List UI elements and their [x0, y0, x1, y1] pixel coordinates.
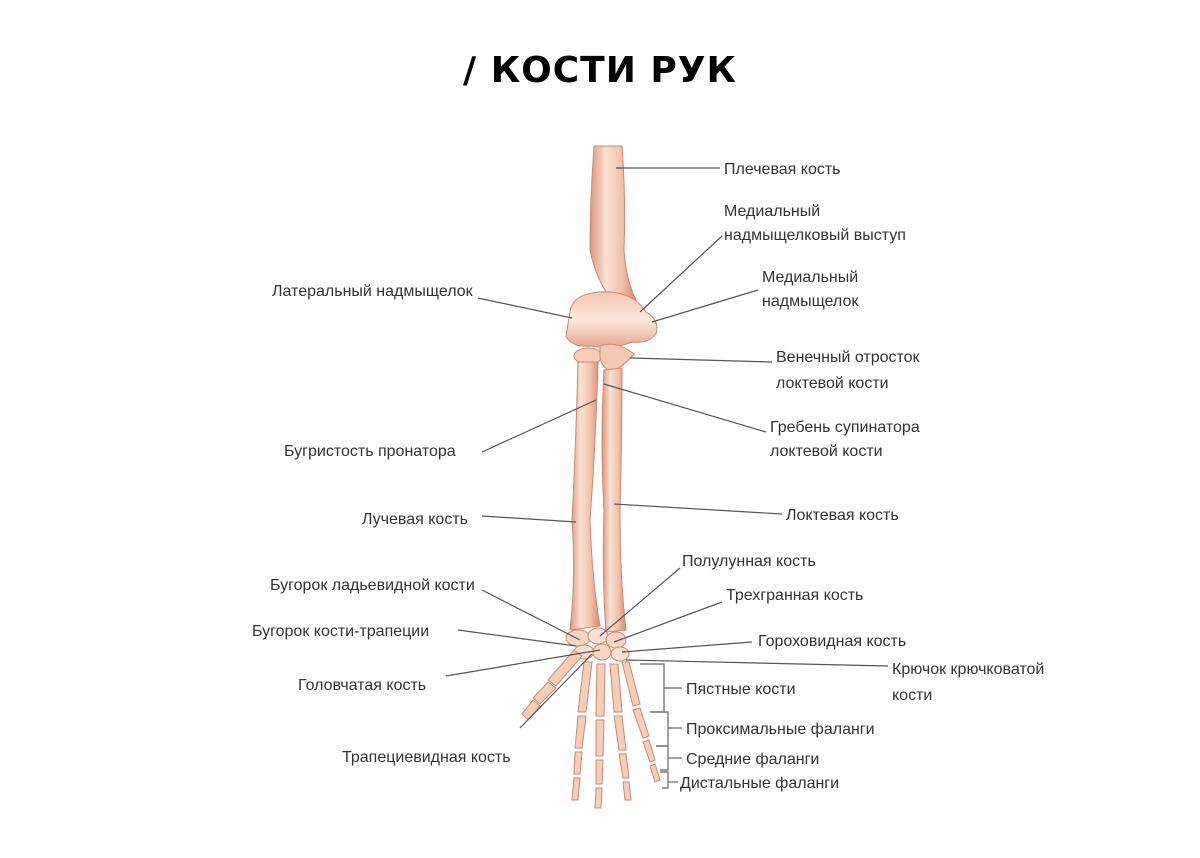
- label-trapezium-tubercle: Бугорок кости-трапеции: [252, 623, 429, 640]
- label-pronator-tuberosity: Бугристость пронатора: [284, 443, 456, 460]
- leader-lateral-epicondyle: [477, 297, 573, 319]
- label-supinator-1: Гребень супинатора: [770, 419, 920, 436]
- label-middle-phalanges: Средние фаланги: [686, 751, 819, 768]
- label-medial-ridge-2: надмыщелковый выступ: [724, 227, 906, 244]
- leader-scaphoid: [481, 589, 581, 641]
- leader-medial-epicondyle: [651, 289, 759, 323]
- bracket-metacarpals: [640, 663, 665, 713]
- radius-shaft: [569, 361, 601, 631]
- bracket-distal: [660, 771, 669, 789]
- label-hamate-hook-1: Крючок крючковатой: [892, 661, 1044, 678]
- label-proximal-phalanges: Проксимальные фаланги: [686, 721, 875, 738]
- label-distal-phalanges: Дистальные фаланги: [680, 775, 839, 792]
- label-capitate: Головчатая кость: [298, 677, 426, 694]
- bracket-proximal: [652, 711, 669, 747]
- label-coronoid-1: Венечный отросток: [776, 349, 921, 366]
- humerus-bone: [589, 145, 637, 301]
- ulna-shaft: [601, 367, 627, 633]
- label-ulna: Локтевая кость: [786, 507, 899, 524]
- label-medial-epicondyle-1: Медиальный: [762, 269, 858, 286]
- label-trapezoid: Трапециевидная кость: [342, 749, 511, 766]
- label-medial-ridge-1: Медиальный: [724, 203, 820, 220]
- ulna-head: [599, 343, 635, 373]
- leader-ulna: [613, 503, 783, 515]
- arm-skeleton: [521, 145, 661, 809]
- label-supinator-2: локтевой кости: [770, 443, 883, 460]
- leader-medial-ridge: [639, 235, 723, 313]
- label-pisiform: Гороховидная кость: [758, 633, 906, 650]
- label-medial-epicondyle-2: надмыщелок: [762, 293, 859, 310]
- label-lateral-epicondyle: Латеральный надмыщелок: [272, 283, 474, 300]
- label-hamate-hook-2: кости: [892, 687, 932, 704]
- bracket-middle: [656, 745, 669, 771]
- label-metacarpals: Пястные кости: [686, 681, 796, 698]
- leader-lines: [445, 167, 889, 789]
- label-humerus: Плечевая кость: [724, 161, 841, 178]
- leader-supinator: [603, 383, 767, 433]
- leader-trapezium: [457, 629, 577, 647]
- leader-pronator: [481, 399, 597, 453]
- thumb-bones: [521, 649, 583, 721]
- carpal-bones: [565, 627, 630, 662]
- leader-coronoid: [629, 357, 773, 363]
- leader-triquetrum: [613, 601, 723, 643]
- label-coronoid-2: локтевой кости: [776, 375, 889, 392]
- label-scaphoid-tubercle: Бугорок ладьевидной кости: [270, 577, 475, 594]
- page-title: / КОСТИ РУК: [463, 50, 737, 91]
- leader-lunate: [599, 567, 681, 637]
- leader-radius: [481, 515, 577, 523]
- label-lunate: Полулунная кость: [682, 553, 816, 570]
- leader-pisiform: [621, 641, 753, 653]
- leader-hamate: [625, 659, 889, 667]
- leader-capitate: [445, 649, 601, 677]
- labels: Плечевая кость Медиальный надмыщелковый …: [252, 161, 1044, 792]
- label-triquetrum: Трехгранная кость: [726, 587, 863, 604]
- leader-trapezoid: [519, 653, 593, 729]
- finger-bones: [571, 661, 661, 809]
- elbow-joint: [565, 291, 658, 348]
- label-radius: Лучевая кость: [362, 511, 468, 528]
